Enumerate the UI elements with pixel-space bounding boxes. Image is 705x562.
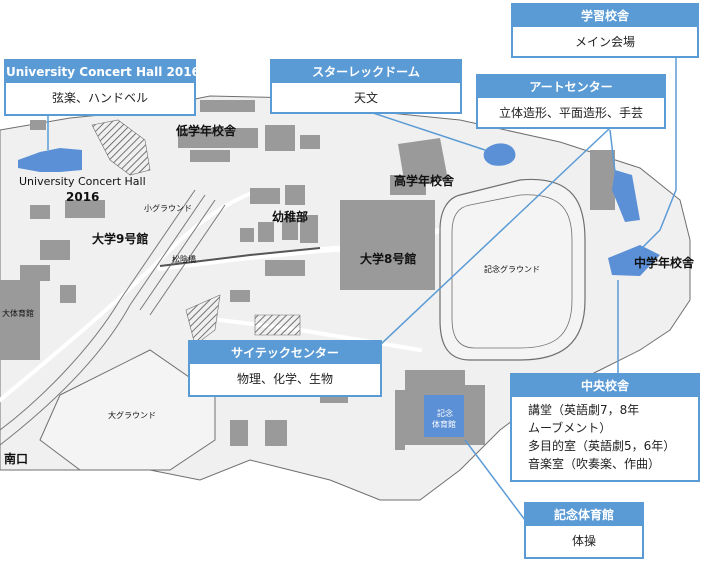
- callout-chuo-line-2: ムーブメント）: [528, 421, 612, 435]
- map-label-univ9: 大学9号館: [92, 232, 149, 246]
- matsukage-bridge: [159, 247, 321, 267]
- map-label-kinen-gym-1: 記念: [437, 409, 453, 418]
- callout-concert-hall-body: 弦楽、ハンドベル: [51, 91, 148, 105]
- map-label-big-ground: 大グラウンド: [108, 411, 156, 420]
- starlek-dome-building: [483, 143, 516, 166]
- map-label-bridge: 松陰橋: [172, 255, 196, 264]
- big-ground-field: [39, 349, 216, 471]
- memorial-ground-track: [439, 178, 586, 361]
- concert-hall-building: [18, 148, 82, 172]
- map-label-big-gym: 大体育館: [2, 309, 34, 318]
- chugakunen-building: [608, 245, 660, 276]
- callout-starlek-body: 天文: [353, 91, 378, 105]
- callout-chuo-title: 中央校舎: [512, 375, 698, 397]
- callout-gakushu-body: メイン会場: [574, 35, 635, 49]
- callout-scitech: サイテックセンター 物理、化学、生物: [188, 340, 382, 397]
- map-label-memorial-ground: 記念グラウンド: [484, 265, 540, 274]
- callout-chuo-line-1: 講堂（英語劇7，8年: [528, 403, 640, 417]
- callout-art-center-title: アートセンター: [478, 76, 664, 98]
- callout-art-center-body: 立体造形、平面造形、手芸: [498, 106, 643, 120]
- callout-concert-hall-title: University Concert Hall 2016: [6, 61, 200, 83]
- hatched-areas: [91, 119, 301, 346]
- callout-chuo-line-4: 音楽室（吹奏楽、作曲）: [528, 457, 661, 471]
- map-label-univ8: 大学8号館: [360, 252, 417, 266]
- leader-lines: [47, 58, 677, 521]
- callout-concert-hall: University Concert Hall 2016 弦楽、ハンドベル: [4, 59, 200, 116]
- callout-art-center: アートセンター 立体造形、平面造形、手芸: [476, 74, 666, 129]
- kinen-gym-building: [424, 395, 464, 437]
- callout-chuo-body: 講堂（英語劇7，8年 ムーブメント） 多目的室（英語劇5，6年） 音楽室（吹奏楽…: [512, 397, 698, 473]
- callout-chuo: 中央校舎 講堂（英語劇7，8年 ムーブメント） 多目的室（英語劇5，6年） 音楽…: [510, 373, 700, 482]
- callout-starlek-title: スターレックドーム: [272, 61, 460, 83]
- callout-scitech-body: 物理、化学、生物: [236, 372, 333, 386]
- map-label-low-grade: 低学年校舎: [176, 124, 237, 138]
- callout-starlek: スターレックドーム 天文: [270, 59, 462, 114]
- callout-kinen-gym: 記念体育館 体操: [524, 502, 644, 559]
- callout-kinen-gym-body: 体操: [571, 534, 596, 548]
- callout-kinen-gym-title: 記念体育館: [526, 504, 642, 526]
- map-label-south-gate: 南口: [4, 452, 29, 466]
- map-label-middle-grade: 中学年校舎: [634, 256, 695, 270]
- callout-chuo-line-3: 多目的室（英語劇5，6年）: [528, 439, 676, 453]
- map-label-concert-hall: University Concert Hall: [19, 175, 146, 188]
- railway: [0, 189, 226, 446]
- map-label-kinen-gym-2: 体育館: [432, 420, 456, 429]
- art-center-building: [612, 170, 640, 222]
- map-label-small-ground: 小グラウンド: [144, 204, 192, 213]
- map-label-concert-hall-year: 2016: [66, 190, 100, 204]
- callout-gakushu: 学習校舎 メイン会場: [511, 3, 699, 58]
- highlighted-venues: [18, 143, 660, 437]
- map-label-high-grade: 高学年校舎: [394, 174, 455, 188]
- map-label-kindergarten: 幼稚部: [272, 210, 309, 224]
- callout-gakushu-title: 学習校舎: [513, 5, 697, 27]
- callout-scitech-title: サイテックセンター: [190, 342, 380, 364]
